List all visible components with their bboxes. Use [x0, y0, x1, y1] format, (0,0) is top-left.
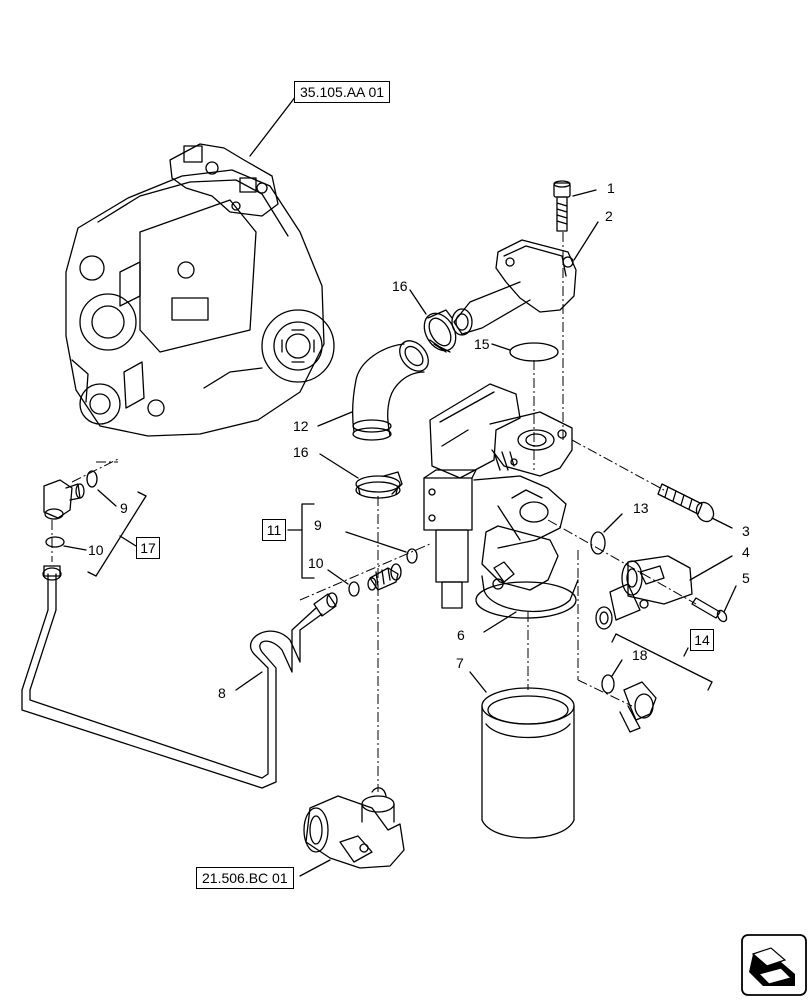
- callout-3: 3: [742, 523, 750, 539]
- o-ring-9-right: [406, 548, 418, 564]
- screw-5: [691, 597, 728, 623]
- callout-7: 7: [456, 655, 464, 671]
- callout-12: 12: [293, 418, 309, 434]
- callout-5: 5: [742, 570, 750, 586]
- callout-10-left: 10: [88, 542, 104, 558]
- callout-9-left: 9: [120, 500, 128, 516]
- group-box-11[interactable]: 11: [262, 519, 286, 541]
- filter-element-7: [481, 687, 575, 839]
- callout-8: 8: [218, 685, 226, 701]
- group-box-14[interactable]: 14: [690, 629, 714, 651]
- cap-screw-3: [657, 483, 715, 523]
- callout-2: 2: [605, 208, 613, 224]
- o-ring-9-left: [86, 470, 98, 488]
- check-valve-4: [595, 555, 693, 630]
- cap-screw-1: [553, 180, 571, 232]
- elbow-fitting-17: [43, 479, 85, 520]
- hose-clamp-16-lower: [355, 471, 403, 499]
- callout-16-top: 16: [392, 278, 408, 294]
- o-ring-15: [509, 342, 559, 362]
- flange-elbow-2: [451, 239, 577, 336]
- reference-box-bottom[interactable]: 21.506.BC 01: [196, 867, 294, 889]
- callout-18: 18: [632, 647, 648, 663]
- callout-16-lower: 16: [293, 444, 309, 460]
- centerlines: [51, 232, 697, 792]
- next-page-arrow-icon[interactable]: [741, 934, 807, 996]
- tube-assembly-8: [21, 565, 338, 789]
- callout-15: 15: [474, 336, 490, 352]
- o-ring-10-left: [45, 536, 65, 548]
- elbow-fitting-18: [619, 681, 657, 733]
- callout-1: 1: [607, 180, 615, 196]
- callout-9-right: 9: [314, 517, 322, 533]
- hydraulic-elbow-bottom: [303, 787, 405, 869]
- adapter-fitting-11: [367, 563, 402, 591]
- callout-10-right: 10: [308, 555, 324, 571]
- callout-6: 6: [457, 627, 465, 643]
- callout-13: 13: [633, 500, 649, 516]
- hose-elbow-12: [352, 340, 429, 441]
- o-ring-10-right: [348, 581, 360, 597]
- o-ring-13: [590, 531, 606, 555]
- callout-4: 4: [742, 544, 750, 560]
- group-box-17[interactable]: 17: [136, 537, 160, 559]
- o-ring-18: [601, 674, 615, 694]
- hose-clamp-16-top: [423, 309, 457, 353]
- hydraulic-pump: [65, 143, 335, 437]
- reference-box-top[interactable]: 35.105.AA 01: [294, 81, 391, 103]
- filter-head-6: [423, 383, 579, 619]
